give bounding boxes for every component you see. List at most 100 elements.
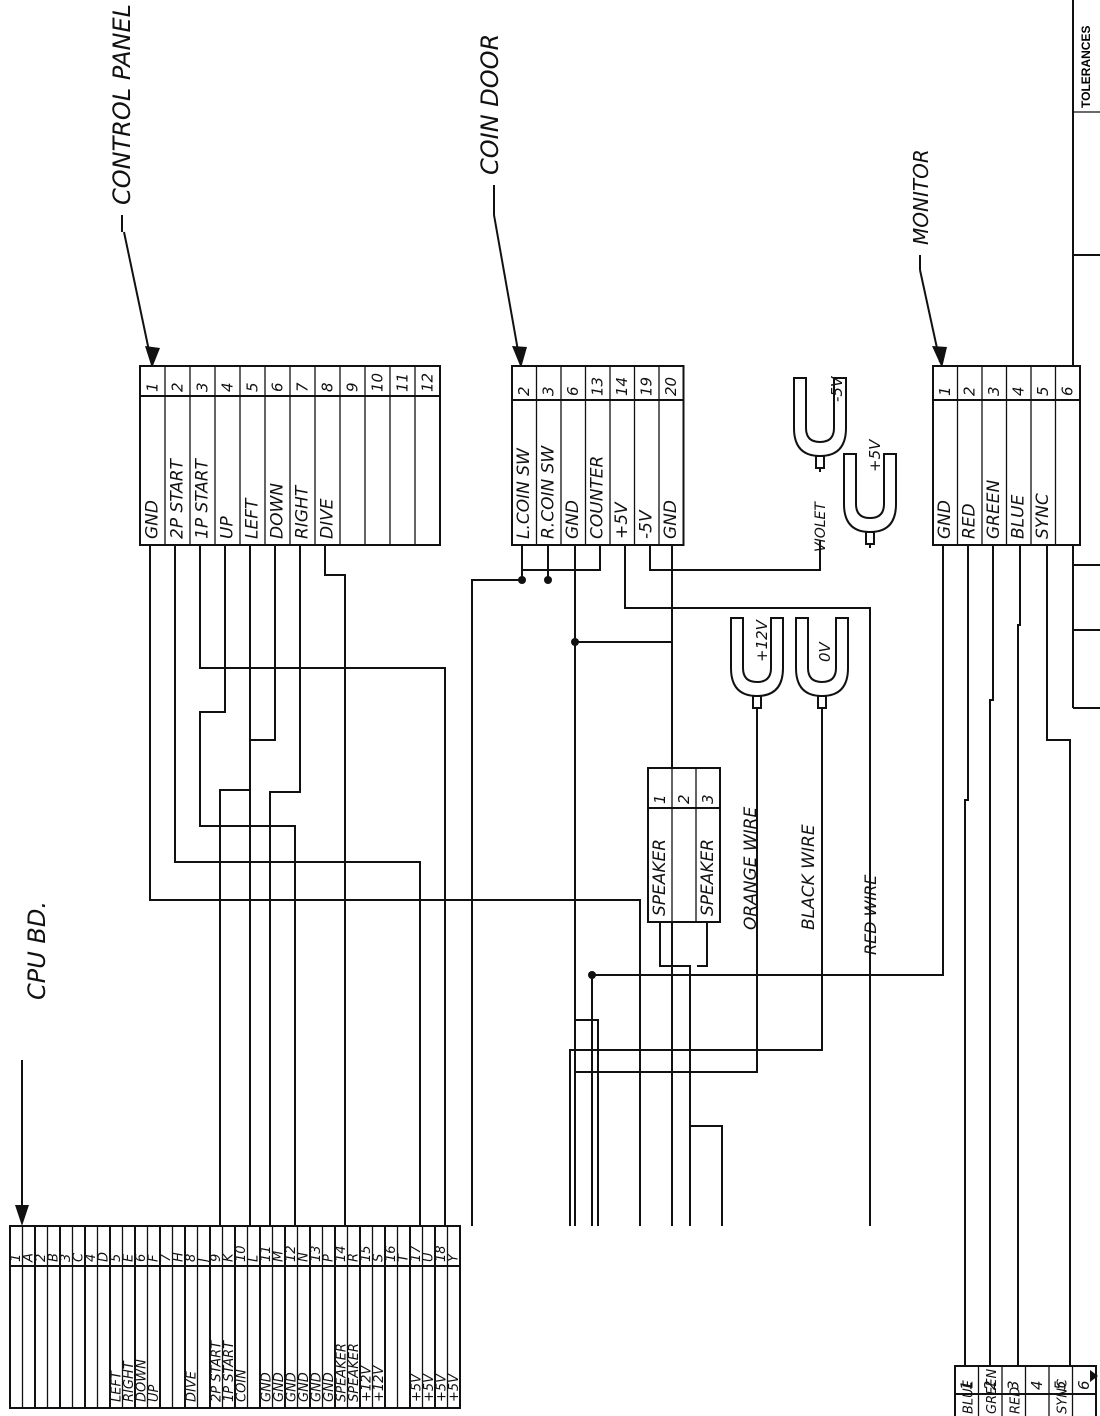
cpu-signal: RIGHT (122, 1360, 137, 1402)
cpu-pin: 18 (434, 1245, 449, 1262)
monitor-pin: 3 (985, 386, 1003, 396)
terminal-wire-label: VIOLET (813, 501, 829, 552)
video-pin: 6 (1075, 1380, 1093, 1390)
coin_door-pin: 14 (613, 377, 631, 396)
cpu-signal: +5V (422, 1373, 437, 1402)
cpu-pin: 12 (284, 1245, 299, 1262)
coin_door-pin: 19 (638, 377, 656, 396)
cpu-pin: 3 (59, 1254, 74, 1262)
cpu-signal: +5V (447, 1373, 462, 1402)
monitor-pin: 1 (936, 386, 954, 396)
control_panel-signal: LEFT (243, 497, 263, 539)
video-pin: 4 (1028, 1380, 1046, 1390)
monitor-title: MONITOR (909, 149, 933, 245)
cpu-board-title: CPU BD. (23, 901, 51, 1000)
cpu-pin: 16 (384, 1245, 399, 1262)
cpu-signal: +12V (372, 1365, 387, 1402)
cpu-pin: 4 (84, 1254, 99, 1262)
cpu-pin: 6 (134, 1254, 149, 1262)
speaker-signal: SPEAKER (698, 839, 718, 916)
coin_door-signal: GND (661, 500, 681, 539)
cpu-pin: E (121, 1253, 136, 1262)
cpu-pin: 5 (109, 1254, 124, 1262)
control_panel-signal: RIGHT (293, 484, 313, 539)
cpu-signal: +5V (435, 1373, 450, 1402)
cpu-pin: Y (446, 1253, 461, 1262)
coin_door-pin: 6 (564, 386, 582, 396)
cpu-signal: 1P START (222, 1340, 237, 1402)
terminal-voltage: +5V (866, 438, 884, 472)
cpu-pin: 1 (9, 1254, 24, 1262)
tolerances-label: TOLERANCES (1079, 26, 1093, 108)
cpu-signal: LEFT (110, 1370, 125, 1402)
coin_door-pin: 3 (540, 386, 558, 396)
control-panel-title: CONTROL PANEL (108, 4, 136, 205)
video-signal: BLUE (962, 1379, 977, 1414)
cpu-pin: D (96, 1252, 111, 1262)
cpu-pin: 2 (34, 1254, 49, 1262)
cpu-board-connector: 1A2B3C4D5ELEFTRIGHT6FDOWNUP7H8JDIVE9K2P … (9, 1225, 462, 1409)
monitor-signal: SYNC (1033, 493, 1053, 539)
coin_door-signal: -5V (637, 509, 657, 539)
control_panel-pin: 10 (369, 373, 387, 392)
cpu-signal: GND (322, 1372, 337, 1402)
cpu-signal: GND (285, 1372, 300, 1402)
control_panel-signal: DIVE (318, 498, 338, 539)
control_panel-pin: 8 (319, 382, 337, 392)
cpu-pin: 11 (259, 1245, 274, 1262)
control_panel-pin: 9 (344, 382, 362, 392)
monitor-pin: 6 (1059, 386, 1077, 396)
cpu-signal: GND (297, 1372, 312, 1402)
video-signal: SYNC (1056, 1378, 1071, 1414)
cpu-signal: DIVE (185, 1370, 200, 1402)
terminal-violet: -5V VIOLET (793, 375, 847, 552)
terminal-voltage: 0V (816, 640, 834, 662)
speaker-pin: 1 (651, 794, 669, 804)
coin_door-signal: L.COIN SW (514, 447, 534, 539)
control_panel-pin: 7 (294, 382, 312, 392)
coin_door-signal: COUNTER (588, 456, 608, 539)
monitor-signal: GND (935, 500, 955, 539)
cpu-pin: M (271, 1251, 286, 1262)
cpu-pin: A (21, 1253, 36, 1263)
monitor-pin: 4 (1010, 386, 1028, 396)
cpu-pin: 17 (409, 1245, 424, 1262)
cpu-pin: J (196, 1258, 211, 1265)
coin_door-signal: R.COIN SW (539, 445, 559, 539)
terminal-voltage: -5V (828, 375, 846, 402)
cpu-pin: 10 (234, 1245, 249, 1262)
cpu-signal: DOWN (135, 1359, 150, 1402)
cpu-pin: 7 (159, 1253, 174, 1262)
cpu-signal: +12V (360, 1365, 375, 1402)
cpu-pin: S (371, 1254, 386, 1262)
control_panel-pin: 3 (194, 382, 212, 392)
cpu-pin: R (346, 1253, 361, 1262)
video-signal: RED (1009, 1387, 1024, 1414)
monitor-signal: GREEN (984, 480, 1004, 539)
cpu-pin: F (146, 1254, 161, 1262)
control_panel-signal: 2P START (168, 457, 188, 539)
coin_door-pin: 2 (515, 386, 533, 396)
terminal-voltage: +12V (753, 618, 771, 662)
cpu-signal: SPEAKER (347, 1343, 362, 1402)
speaker-signal: SPEAKER (650, 839, 670, 916)
control_panel-pin: 4 (219, 382, 237, 392)
cpu-pin: N (296, 1252, 311, 1262)
cpu-signal: GND (272, 1372, 287, 1402)
cpu-pin: U (421, 1252, 436, 1262)
cpu-signal: GND (260, 1372, 275, 1402)
cpu-pin: 9 (209, 1254, 224, 1262)
coin_door-signal: +5V (612, 501, 632, 539)
cpu-pin: 13 (309, 1245, 324, 1262)
cpu-pin: C (71, 1252, 86, 1262)
cpu-pin: T (396, 1253, 411, 1262)
cpu-pin: K (221, 1252, 236, 1262)
cpu-pin: L (246, 1255, 261, 1262)
